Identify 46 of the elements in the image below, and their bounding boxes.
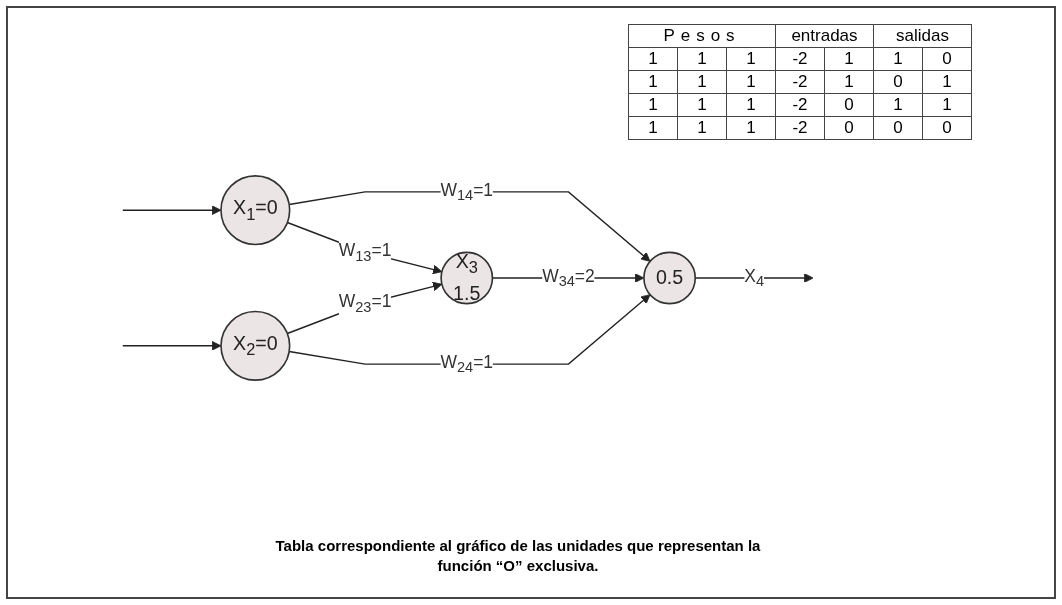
table-cell: 1: [677, 70, 727, 94]
table-header: salidas: [873, 24, 972, 48]
table-cell: 1: [824, 47, 874, 71]
table-cell: 1: [922, 70, 972, 94]
table-cell: 1: [628, 47, 678, 71]
table-cell: 1: [726, 47, 776, 71]
table-cell: 1: [873, 93, 923, 117]
table-cell: 1: [824, 70, 874, 94]
table-cell: 0: [873, 70, 923, 94]
edge-label: X$_{4}$: [744, 266, 765, 290]
edge-label: W$_{23}$=1: [338, 292, 392, 316]
table-cell: 0: [824, 116, 874, 140]
table-cell: 1: [628, 93, 678, 117]
table-cell: 1: [628, 70, 678, 94]
table-cell: 1: [677, 116, 727, 140]
table-cell: 1: [726, 93, 776, 117]
table-cell: 1: [873, 47, 923, 71]
table-cell: -2: [775, 47, 825, 71]
table-cell: 1: [726, 116, 776, 140]
arrow: [286, 221, 443, 275]
table-cell: 0: [873, 116, 923, 140]
node-circle: X$_{2}$=0: [220, 310, 291, 381]
arrow: [122, 205, 222, 215]
caption: Tabla correspondiente al gráfico de las unidades que representan la función “O” exclusiva.: [274, 536, 762, 576]
table-cell: 1: [628, 116, 678, 140]
node-circle: 0.5: [643, 251, 697, 305]
edge-label: W$_{24}$=1: [440, 352, 494, 376]
edge-label: W$_{14}$=1: [440, 180, 494, 204]
table-cell: -2: [775, 93, 825, 117]
table-cell: 1: [677, 93, 727, 117]
table-cell: 1: [922, 93, 972, 117]
table-cell: -2: [775, 116, 825, 140]
table-cell: 1: [677, 47, 727, 71]
node-circle: X$_{3}$ 1.5: [440, 251, 494, 305]
arrow: [286, 281, 443, 335]
table-cell: 0: [922, 116, 972, 140]
table-cell: -2: [775, 70, 825, 94]
node-circle: X$_{1}$=0: [220, 175, 291, 246]
table-header: Pesos: [628, 24, 776, 48]
edge-label: W$_{13}$=1: [338, 240, 392, 264]
edge-label: W$_{34}$=2: [542, 266, 595, 290]
arrow: [122, 341, 222, 351]
table-header: entradas: [775, 24, 874, 48]
table-cell: 1: [726, 70, 776, 94]
table-cell: 0: [922, 47, 972, 71]
table-cell: 0: [824, 93, 874, 117]
